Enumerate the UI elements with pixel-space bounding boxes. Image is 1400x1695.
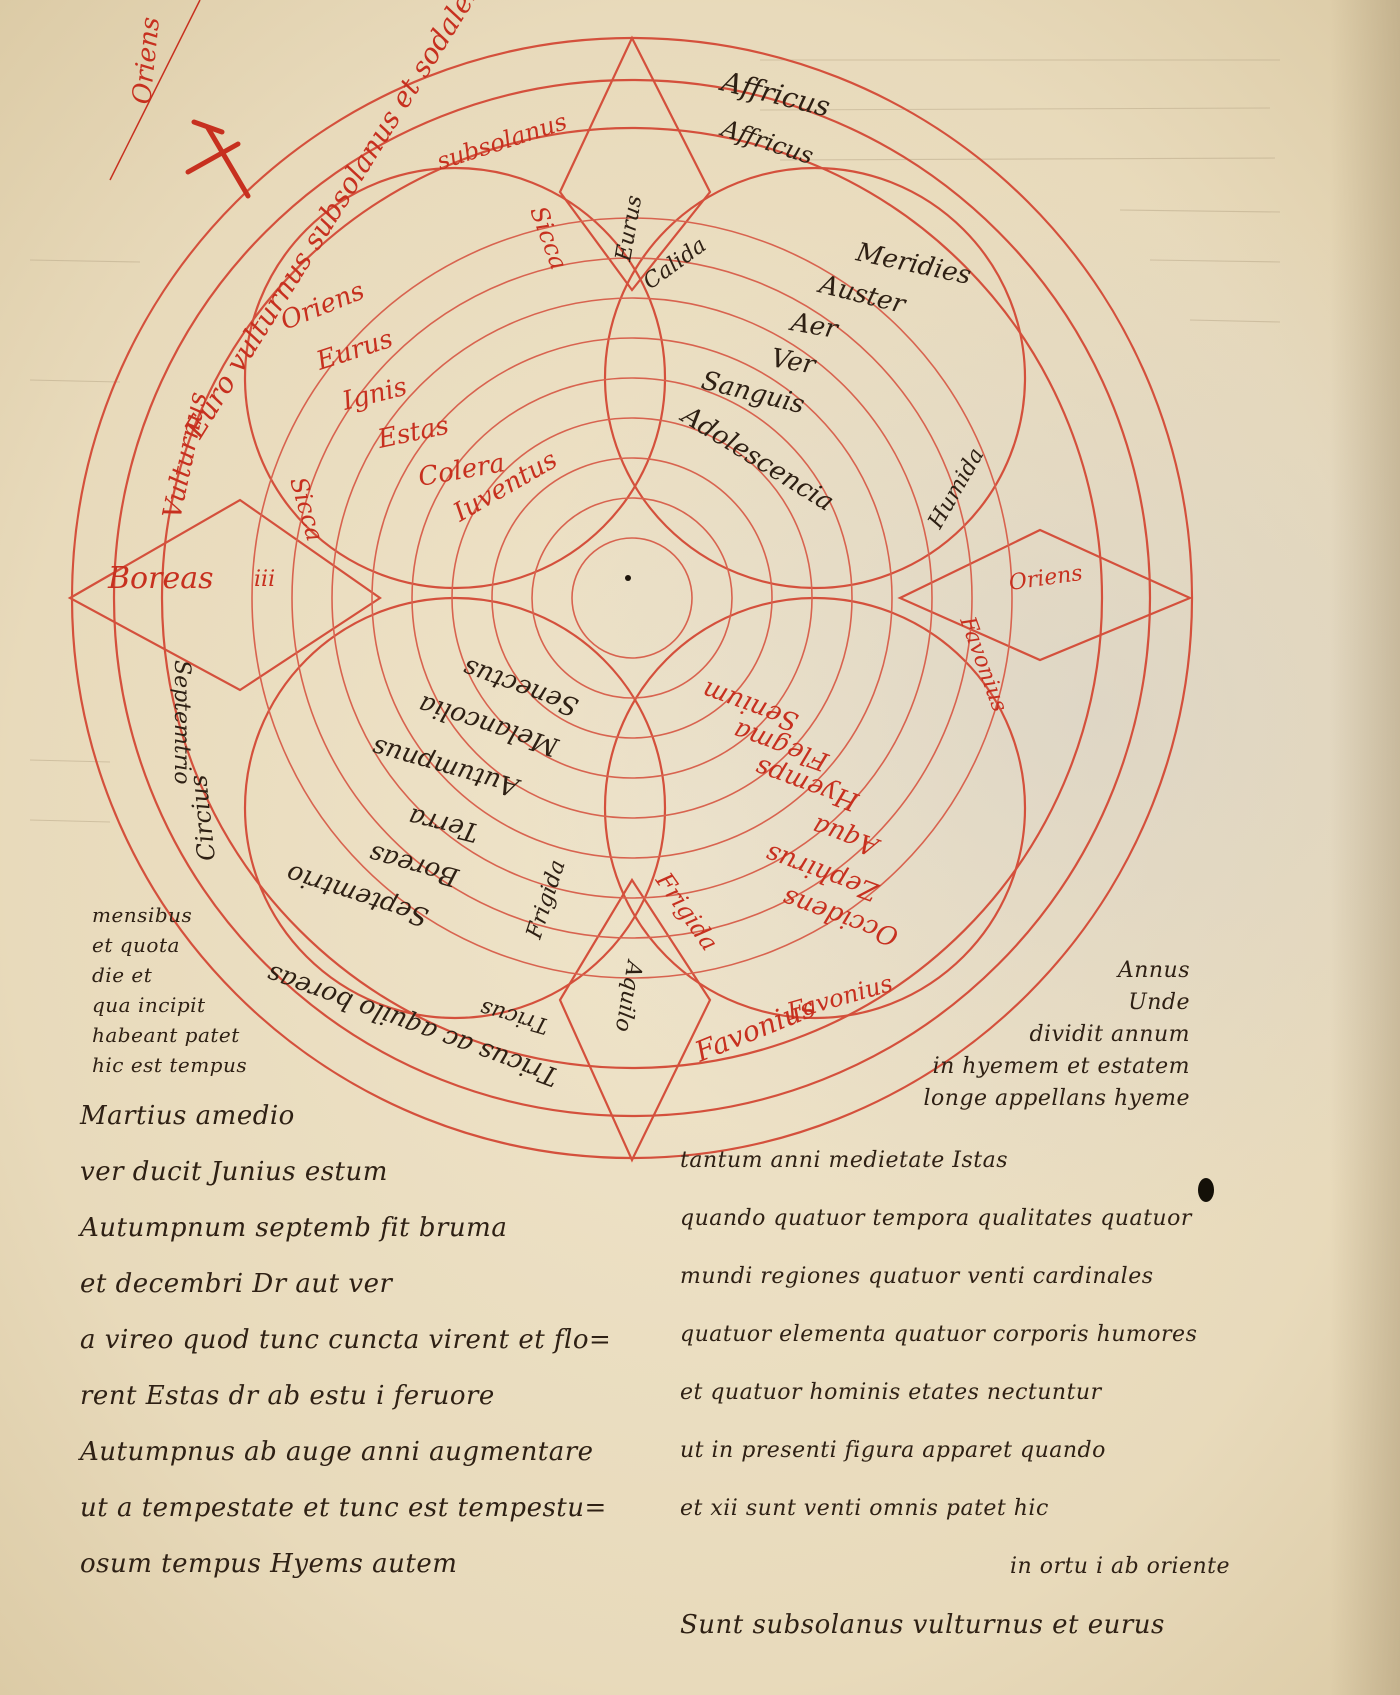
ur-quad-item: Ver <box>769 343 819 380</box>
text-line: a vireo quod tunc cuncta virent et flo= <box>80 1325 612 1355</box>
text-line: tantum anni medietate Istas <box>680 1148 1009 1173</box>
middle-ring-circle <box>112 78 1152 1118</box>
text-line: mundi regiones quatuor venti cardinales <box>680 1264 1154 1289</box>
ur-quad-item: Aer <box>787 307 842 345</box>
east-compass-label: Oriens <box>1007 561 1084 596</box>
right-diamond <box>897 528 1193 662</box>
concentric-arcs <box>251 217 1013 979</box>
upper-right-quadrant: Meridies Auster Aer Ver Sanguis Adolesce… <box>675 237 974 517</box>
lower-right-quadrant: Occidens Zephirus Aqua Hyemps Flegma Sen… <box>698 674 902 951</box>
circle-lower-left <box>243 596 667 1020</box>
circle-upper-left <box>243 166 667 590</box>
note-line: mensibus <box>92 903 193 927</box>
text-line: ut in presenti figura apparet quando <box>680 1438 1106 1463</box>
text-line: et decembri Dr aut ver <box>80 1269 393 1299</box>
west-compass-label: Favonius <box>954 613 1012 716</box>
text-line: osum tempus Hyems autem <box>80 1549 458 1579</box>
left-vert-2-label: Septemtrio <box>169 660 194 785</box>
ul-quad-item: Ignis <box>338 372 410 417</box>
se-arc-label: Circius <box>184 773 221 862</box>
quality-calida-label: Calida <box>639 233 711 295</box>
ne-arc-label: Affricus <box>715 64 833 123</box>
right-marginal-notes: Annus Unde dividit annum in hyemem et es… <box>920 955 1190 1115</box>
top-arc-label: Euro vulturnus subsolanus et sodales <box>177 0 487 445</box>
oriens-pointer-line <box>109 0 201 181</box>
bottom-arc-inner-label: Tricus <box>477 995 551 1038</box>
oriens-label: Oriens <box>127 16 166 106</box>
ul-quad-item: Estas <box>374 411 451 455</box>
inner-ring-circle <box>160 126 1104 1070</box>
quality-frigida-red: Frigida <box>650 867 724 956</box>
note-line: longe appellans hyeme <box>923 1086 1190 1111</box>
note-line: die et <box>92 963 153 987</box>
oriens-cross-icon <box>185 119 251 199</box>
left-text-column: Martius amedio ver ducit Junius estum Au… <box>80 1088 611 1592</box>
circle-upper-right <box>603 166 1027 590</box>
ul-quad-item: Eurus <box>312 324 397 377</box>
bleed-through-ghost-lines <box>29 59 1281 823</box>
left-vert-label: Vulturnus <box>158 389 214 521</box>
text-line: quatuor elementa quatuor corporis humore… <box>680 1322 1198 1347</box>
quality-frigida-label: Frigida <box>522 857 571 943</box>
ll-quad-item: Terra <box>405 801 481 847</box>
text-line: quando quatuor tempora qualitates quatuo… <box>680 1206 1192 1231</box>
note-line: qua incipit <box>92 993 206 1017</box>
text-line: ver ducit Junius estum <box>80 1157 388 1187</box>
note-line: in hyemem et estatem <box>932 1054 1190 1079</box>
note-line: dividit annum <box>1029 1022 1190 1047</box>
diamond-top-label: Eurus <box>611 193 647 264</box>
text-line: et quatuor hominis etates nectuntur <box>680 1380 1102 1405</box>
top-arc-inner-label: subsolanus <box>433 107 570 175</box>
left-marginal-notes: mensibus et quota die et qua incipit hab… <box>92 900 247 1080</box>
note-line: habeant patet <box>92 1023 240 1047</box>
north-compass-suffix: iii <box>254 567 275 592</box>
text-line: in ortu i ab oriente <box>1010 1554 1231 1579</box>
text-line: Sunt subsolanus vulturnus et eurus <box>680 1610 1165 1640</box>
top-diamond <box>558 35 712 292</box>
circle-lower-right <box>603 596 1027 1020</box>
ink-blot <box>1198 1178 1214 1202</box>
center-point <box>625 575 631 581</box>
ll-quad-item: Boreas <box>366 838 463 892</box>
left-diamond <box>67 498 382 692</box>
note-line: hic est tempus <box>92 1053 248 1077</box>
text-line: Autumpnum septemb fit bruma <box>80 1213 508 1243</box>
ne-arc-inner-label: Affricus <box>716 113 817 170</box>
note-line: et quota <box>92 933 180 957</box>
diamond-bottom-label: Aquilo <box>610 957 647 1034</box>
upper-left-quadrant: Oriens Eurus Ignis Estas Colera Iuventus <box>276 276 562 529</box>
lr-quad-item: Aqua <box>809 810 885 862</box>
quality-humida-label: Humida <box>923 444 989 534</box>
text-line: ut a tempestate et tunc est tempestu= <box>80 1493 607 1523</box>
bottom-diamond <box>558 877 712 1163</box>
text-line: rent Estas dr ab estu i feruore <box>80 1381 495 1411</box>
text-line: Autumpnus ab auge anni augmentare <box>80 1437 594 1467</box>
right-text-column: tantum anni medietate Istas quando quatu… <box>680 1132 1230 1654</box>
text-line: Martius amedio <box>80 1101 295 1131</box>
quality-sicca-top: Sicca <box>524 202 573 273</box>
north-compass-label: Boreas <box>107 561 213 596</box>
note-line: Annus <box>1117 958 1190 983</box>
note-line: Unde <box>1128 990 1190 1015</box>
text-line: et xii sunt venti omnis patet hic <box>680 1496 1049 1521</box>
